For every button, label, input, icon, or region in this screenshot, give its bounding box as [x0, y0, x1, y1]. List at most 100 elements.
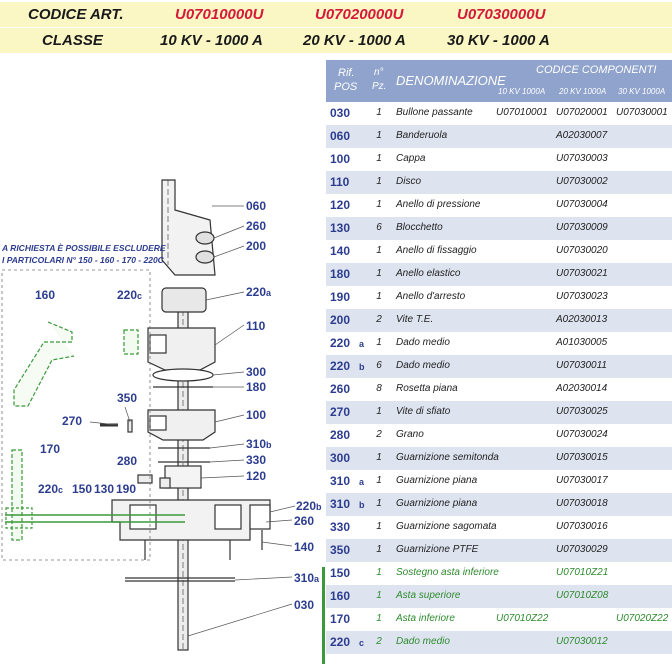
row-pos: 160 — [330, 589, 351, 603]
row-qty: 1 — [376, 475, 382, 486]
row-denominazione: Sostegno asta inferiore — [396, 567, 499, 578]
row-pos-suffix: b — [359, 362, 365, 372]
label-170: 170 — [40, 442, 61, 456]
class-20kv: 20 KV - 1000 A — [303, 32, 406, 49]
col-denominazione: DENOMINAZIONE — [396, 73, 506, 88]
label-180: 180 — [246, 380, 267, 394]
codice-label: CODICE ART. — [28, 6, 124, 23]
code-30kv: U07030000U — [457, 6, 546, 23]
row-qty: 1 — [376, 613, 382, 624]
row-qty: 1 — [376, 521, 382, 532]
label-060: 060 — [246, 199, 267, 213]
row-pos: 030 — [330, 106, 351, 120]
subcol-30kv: 30 KV 1000A — [618, 87, 666, 96]
label-110: 110 — [246, 319, 266, 333]
row-denominazione: Grano — [396, 429, 424, 440]
row-qty: 8 — [376, 383, 382, 394]
label-160: 160 — [35, 288, 56, 302]
code-10kv: U07010000U — [175, 6, 264, 23]
row-qty: 1 — [376, 176, 382, 187]
row-denominazione: Vite di sfiato — [396, 406, 451, 417]
table-row: 130 6 Blocchetto U07030009 — [326, 217, 672, 240]
row-denominazione: Rosetta piana — [396, 383, 458, 394]
row-qty: 1 — [376, 452, 382, 463]
label-190: 190 — [116, 482, 137, 496]
row-denominazione: Banderuola — [396, 130, 448, 141]
row-code-20kv: U07010Z21 — [556, 567, 609, 578]
row-qty: 1 — [376, 567, 382, 578]
row-denominazione: Guarnizione PTFE — [396, 544, 479, 555]
header-classe-row: CLASSE 10 KV - 1000 A 20 KV - 1000 A 30 … — [0, 28, 672, 53]
row-pos: 350 — [330, 543, 351, 557]
row-qty: 2 — [376, 636, 382, 647]
row-code-20kv: U07030012 — [556, 636, 608, 647]
label-220a: 220a — [246, 285, 272, 299]
row-qty: 1 — [376, 291, 382, 302]
row-pos: 170 — [330, 612, 351, 626]
row-denominazione: Blocchetto — [396, 222, 443, 233]
row-code-20kv: U07030002 — [556, 176, 608, 187]
row-code-20kv: A01030005 — [556, 337, 608, 348]
row-code-20kv: U07030025 — [556, 406, 608, 417]
row-code-20kv: U07030020 — [556, 245, 608, 256]
row-qty: 1 — [376, 498, 382, 509]
row-code-20kv: U07020001 — [556, 107, 608, 118]
row-pos: 100 — [330, 152, 351, 166]
row-pos: 330 — [330, 520, 351, 534]
row-denominazione: Anello d'arresto — [396, 291, 466, 302]
row-pos: 120 — [330, 198, 351, 212]
header-codice-row: CODICE ART. U07010000U U07020000U U07030… — [0, 2, 672, 27]
row-code-20kv: A02030013 — [556, 314, 608, 325]
row-pos: 140 — [330, 244, 351, 258]
row-code-20kv: A02030007 — [556, 130, 608, 141]
row-code-20kv: U07030023 — [556, 291, 608, 302]
row-qty: 6 — [376, 360, 382, 371]
label-330: 330 — [246, 453, 267, 467]
row-qty: 2 — [376, 314, 382, 325]
row-qty: 1 — [376, 107, 382, 118]
row-qty: 6 — [376, 222, 382, 233]
row-pos: 280 — [330, 428, 351, 442]
row-denominazione: Bullone passante — [396, 107, 473, 118]
row-pos: 060 — [330, 129, 351, 143]
row-code-20kv: U07030017 — [556, 475, 608, 486]
table-header: Rif. POS n° Pz. DENOMINAZIONE CODICE COM… — [326, 60, 672, 102]
optional-parts-marker — [322, 567, 325, 664]
label-260-bottom: 260 — [294, 514, 315, 528]
row-pos: 220 — [330, 336, 351, 350]
label-300: 300 — [246, 365, 267, 379]
row-pos: 130 — [330, 221, 351, 235]
row-pos-suffix: a — [359, 477, 365, 487]
row-qty: 1 — [376, 268, 382, 279]
label-030: 030 — [294, 598, 315, 612]
row-pos: 220 — [330, 359, 351, 373]
row-code-20kv: U07010Z08 — [556, 590, 609, 601]
row-denominazione: Guarnizione sagomata — [396, 521, 497, 532]
label-270: 270 — [62, 414, 83, 428]
row-pos: 300 — [330, 451, 351, 465]
row-code-20kv: A02030014 — [556, 383, 608, 394]
row-code-20kv: U07030009 — [556, 222, 608, 233]
row-qty: 1 — [376, 199, 382, 210]
classe-label: CLASSE — [42, 32, 103, 49]
row-code-20kv: U07030016 — [556, 521, 608, 532]
subcol-20kv: 20 KV 1000A — [559, 87, 607, 96]
row-pos: 180 — [330, 267, 351, 281]
label-220b: 220b — [296, 499, 322, 513]
row-code-30kv: U07020Z22 — [616, 613, 669, 624]
row-code-20kv: U07030015 — [556, 452, 608, 463]
row-denominazione: Vite T.E. — [396, 314, 434, 325]
